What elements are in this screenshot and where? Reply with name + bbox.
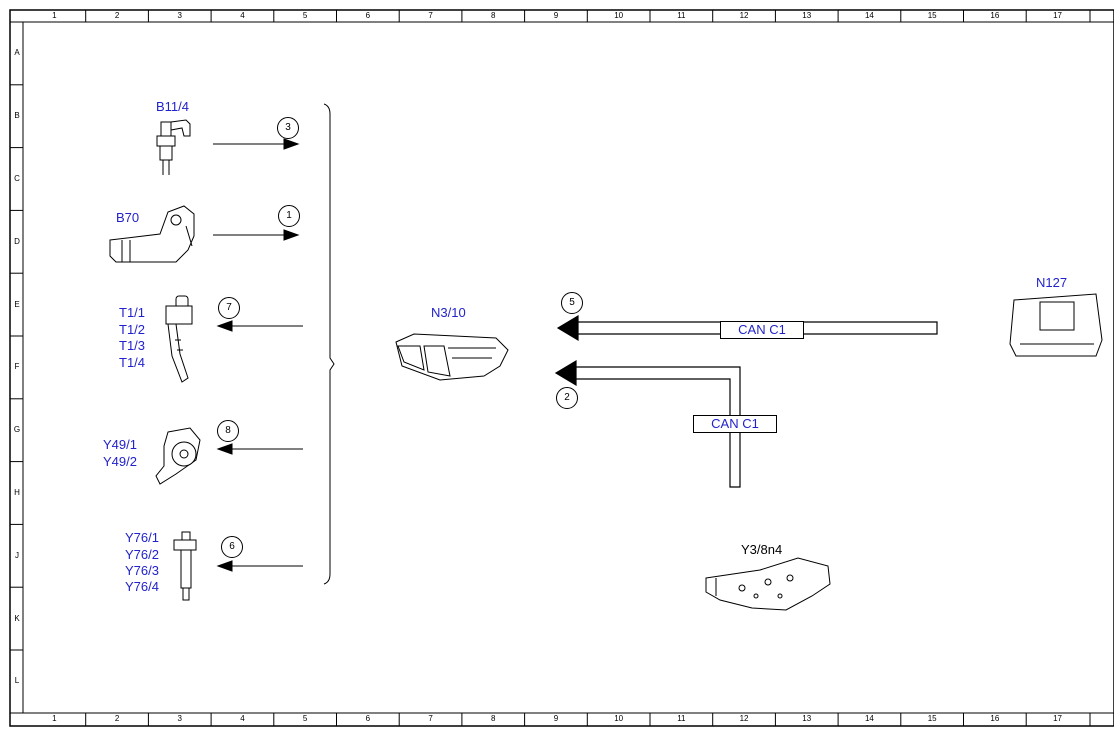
engine-control-unit-icon xyxy=(395,333,509,381)
signal-5-marker: 5 xyxy=(561,292,583,314)
grid-column-bottom-7: 7 xyxy=(428,714,433,723)
grid-column-bottom-12: 12 xyxy=(739,714,749,723)
grid-column-bottom-1: 1 xyxy=(52,714,57,723)
label-t1-2: T1/2 xyxy=(119,322,146,337)
grid-row-L: L xyxy=(14,676,20,686)
grid-column-top-12: 12 xyxy=(739,11,749,20)
grid-column-top-17: 17 xyxy=(1053,11,1062,20)
grid-column-bottom-17: 17 xyxy=(1053,714,1062,723)
grid-row-D: D xyxy=(14,236,20,246)
camshaft-solenoid-icon xyxy=(155,427,201,485)
grid-column-top-6: 6 xyxy=(365,11,371,20)
grid-column-top-13: 13 xyxy=(802,11,812,20)
can-bus-lower xyxy=(554,359,741,488)
label-t1-1: T1/1 xyxy=(119,305,146,320)
label-y76-3: Y76/3 xyxy=(125,563,159,578)
grid-column-top-2: 2 xyxy=(114,11,120,20)
grid-column-bottom-8: 8 xyxy=(491,714,496,723)
crankshaft-sensor-icon xyxy=(109,205,195,263)
label-y49-2: Y49/2 xyxy=(103,454,137,469)
label-t1-3: T1/3 xyxy=(119,338,146,353)
input-arrows xyxy=(213,138,300,241)
grid-column-bottom-4: 4 xyxy=(240,714,245,723)
grid-row-G: G xyxy=(13,425,21,435)
signal-6-marker: 6 xyxy=(221,536,243,558)
grid-row-B: B xyxy=(14,111,20,121)
signal-8-marker: 8 xyxy=(217,420,239,442)
grid-column-top-8: 8 xyxy=(491,11,496,20)
grid-column-top-3: 3 xyxy=(177,11,182,20)
label-n127: N127 xyxy=(1036,275,1068,290)
signal-3-marker: 3 xyxy=(277,117,299,139)
grid-column-bottom-10: 10 xyxy=(614,714,624,723)
label-t1-4: T1/4 xyxy=(119,355,146,370)
grid-column-top-4: 4 xyxy=(240,11,245,20)
fuel-injector-icon xyxy=(173,531,197,601)
grid-row-K: K xyxy=(14,613,20,623)
grid-column-bottom-9: 9 xyxy=(553,714,559,723)
transmission-valve-body-icon xyxy=(705,557,831,611)
label-y3-8n4: Y3/8n4 xyxy=(741,542,783,557)
signal-7-marker: 7 xyxy=(218,297,240,319)
grid-row-H: H xyxy=(14,488,20,497)
label-y49-1: Y49/1 xyxy=(103,437,137,452)
grid-column-bottom-15: 15 xyxy=(927,714,937,723)
grid-column-top-16: 16 xyxy=(990,11,1000,20)
output-arrows xyxy=(216,320,303,572)
grid-column-bottom-2: 2 xyxy=(114,714,120,723)
temperature-sensor-icon xyxy=(156,119,191,175)
label-n3-10: N3/10 xyxy=(431,305,466,320)
grid-column-top-7: 7 xyxy=(428,11,433,20)
grid-row-C: C xyxy=(14,174,20,183)
grid-column-top-9: 9 xyxy=(553,11,559,20)
grid-column-bottom-6: 6 xyxy=(365,714,371,723)
grid-column-top-5: 5 xyxy=(302,11,308,20)
label-y76-4: Y76/4 xyxy=(125,579,159,594)
grid-row-J: J xyxy=(15,550,19,560)
grid-column-bottom-11: 11 xyxy=(677,714,686,723)
signal-1-marker: 1 xyxy=(278,205,300,227)
grid-column-top-11: 11 xyxy=(677,11,686,20)
grid-row-A: A xyxy=(14,48,20,58)
ignition-coil-icon xyxy=(165,295,193,383)
grid-column-bottom-14: 14 xyxy=(864,714,874,723)
signal-bracket xyxy=(323,103,335,585)
label-y76-1: Y76/1 xyxy=(125,530,159,545)
can-c1-lower-label: CAN C1 xyxy=(693,415,777,433)
label-b11-4: B11/4 xyxy=(156,99,190,114)
grid-column-top-10: 10 xyxy=(614,11,624,20)
can-c1-upper-label: CAN C1 xyxy=(720,321,804,339)
grid-row-E: E xyxy=(14,299,20,309)
grid-column-top-14: 14 xyxy=(864,11,874,20)
signal-2-marker: 2 xyxy=(556,387,578,409)
grid-column-bottom-3: 3 xyxy=(177,714,182,723)
label-b70: B70 xyxy=(116,210,140,225)
grid-column-top-15: 15 xyxy=(927,11,937,20)
grid-row-F: F xyxy=(14,362,20,372)
grid-column-bottom-13: 13 xyxy=(802,714,812,723)
transmission-control-unit-icon xyxy=(1009,293,1103,357)
grid-column-bottom-5: 5 xyxy=(302,714,308,723)
grid-column-top-1: 1 xyxy=(52,11,57,20)
label-y76-2: Y76/2 xyxy=(125,547,159,562)
grid-column-bottom-16: 16 xyxy=(990,714,1000,723)
